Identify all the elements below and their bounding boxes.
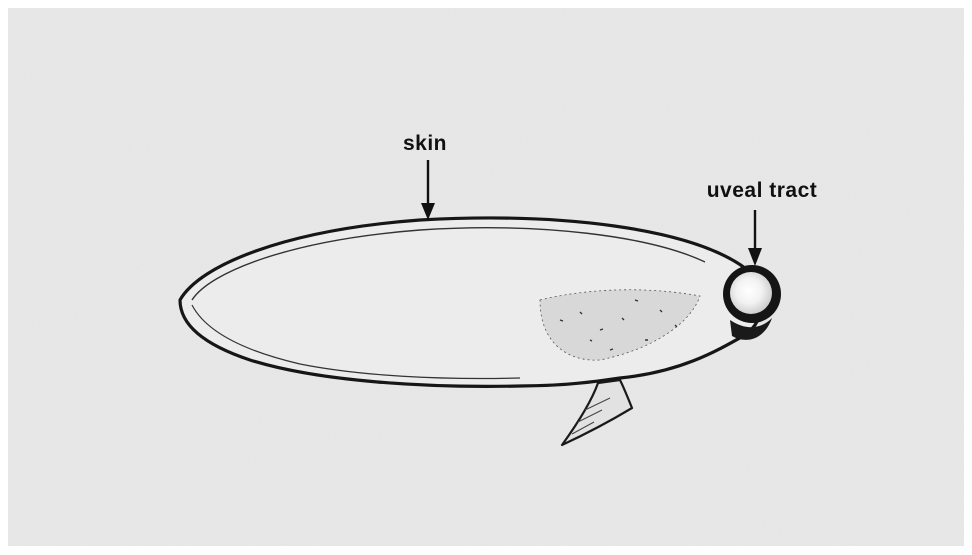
uveal-tract-label: uveal tract <box>707 179 818 202</box>
eye-globe <box>730 272 772 314</box>
skin-label: skin <box>403 132 447 155</box>
